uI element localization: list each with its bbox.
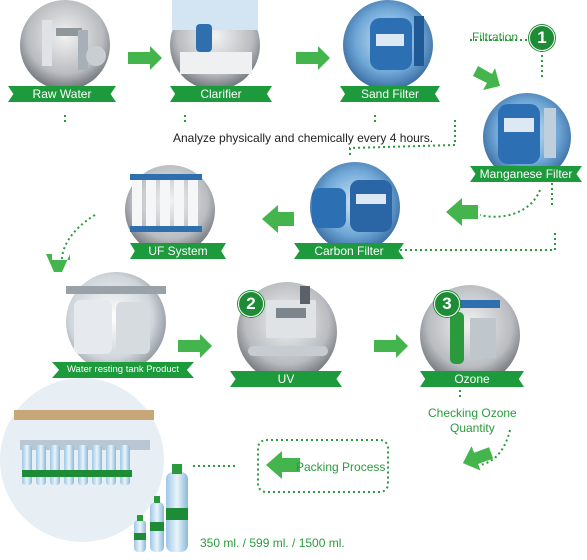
label-clarifier: Clarifier bbox=[170, 86, 272, 102]
label-sand-filter: Sand Filter bbox=[340, 86, 440, 102]
arrow-ozone-check bbox=[462, 446, 494, 471]
flow-arrows bbox=[46, 46, 500, 479]
checking-ozone-line1: Checking Ozone bbox=[428, 406, 517, 420]
label-resting-tank: Water resting tank Product bbox=[52, 362, 194, 378]
arrow-uf-to-tank bbox=[46, 254, 70, 272]
manganese-filter-photo bbox=[483, 93, 571, 181]
line-ozone-to-packing bbox=[479, 429, 511, 466]
arrow-clarifier-to-sand bbox=[296, 46, 330, 70]
label-filtration: Filtration bbox=[472, 30, 519, 44]
line-carbon-bottom bbox=[380, 230, 556, 251]
arrow-tank-to-uv bbox=[178, 334, 212, 358]
arrow-uv-to-ozone bbox=[374, 334, 408, 358]
label-packing-process: Packing Process bbox=[296, 460, 386, 474]
sand-filter-photo bbox=[343, 0, 433, 90]
line-analyze-right bbox=[349, 120, 456, 158]
bottles-photo bbox=[0, 378, 188, 552]
resting-tank-photo bbox=[66, 272, 166, 372]
label-uv: UV bbox=[230, 371, 342, 387]
bottle-sizes: 350 ml. / 599 ml. / 1500 ml. bbox=[200, 536, 345, 550]
line-manganese-to-carbon bbox=[479, 189, 541, 218]
step-3-badge: 3 bbox=[434, 291, 460, 317]
step-1-badge: 1 bbox=[529, 25, 555, 51]
arrow-raw-to-clarifier bbox=[128, 46, 162, 70]
arrow-sand-to-manganese bbox=[473, 66, 500, 90]
step-2-badge: 2 bbox=[238, 291, 264, 317]
arrow-manganese-to-carbon bbox=[446, 198, 478, 226]
uf-system-photo bbox=[125, 165, 215, 255]
arrow-to-packing bbox=[266, 451, 300, 479]
connector-lines bbox=[60, 39, 556, 493]
line-uf-down bbox=[60, 214, 96, 266]
label-carbon-filter: Carbon Filter bbox=[294, 243, 404, 259]
label-raw-water: Raw Water bbox=[8, 86, 116, 102]
checking-ozone-line2: Quantity bbox=[450, 421, 495, 435]
raw-water-photo bbox=[20, 0, 110, 90]
label-uf-system: UF System bbox=[130, 243, 226, 259]
carbon-filter-photo bbox=[310, 162, 400, 252]
label-ozone: Ozone bbox=[420, 371, 524, 387]
arrow-carbon-to-uf bbox=[262, 205, 294, 233]
clarifier-photo bbox=[170, 0, 260, 90]
packing-box-outline bbox=[257, 439, 389, 493]
label-manganese-filter: Manganese Filter bbox=[470, 166, 582, 182]
analyze-note: Analyze physically and chemically every … bbox=[173, 131, 434, 145]
